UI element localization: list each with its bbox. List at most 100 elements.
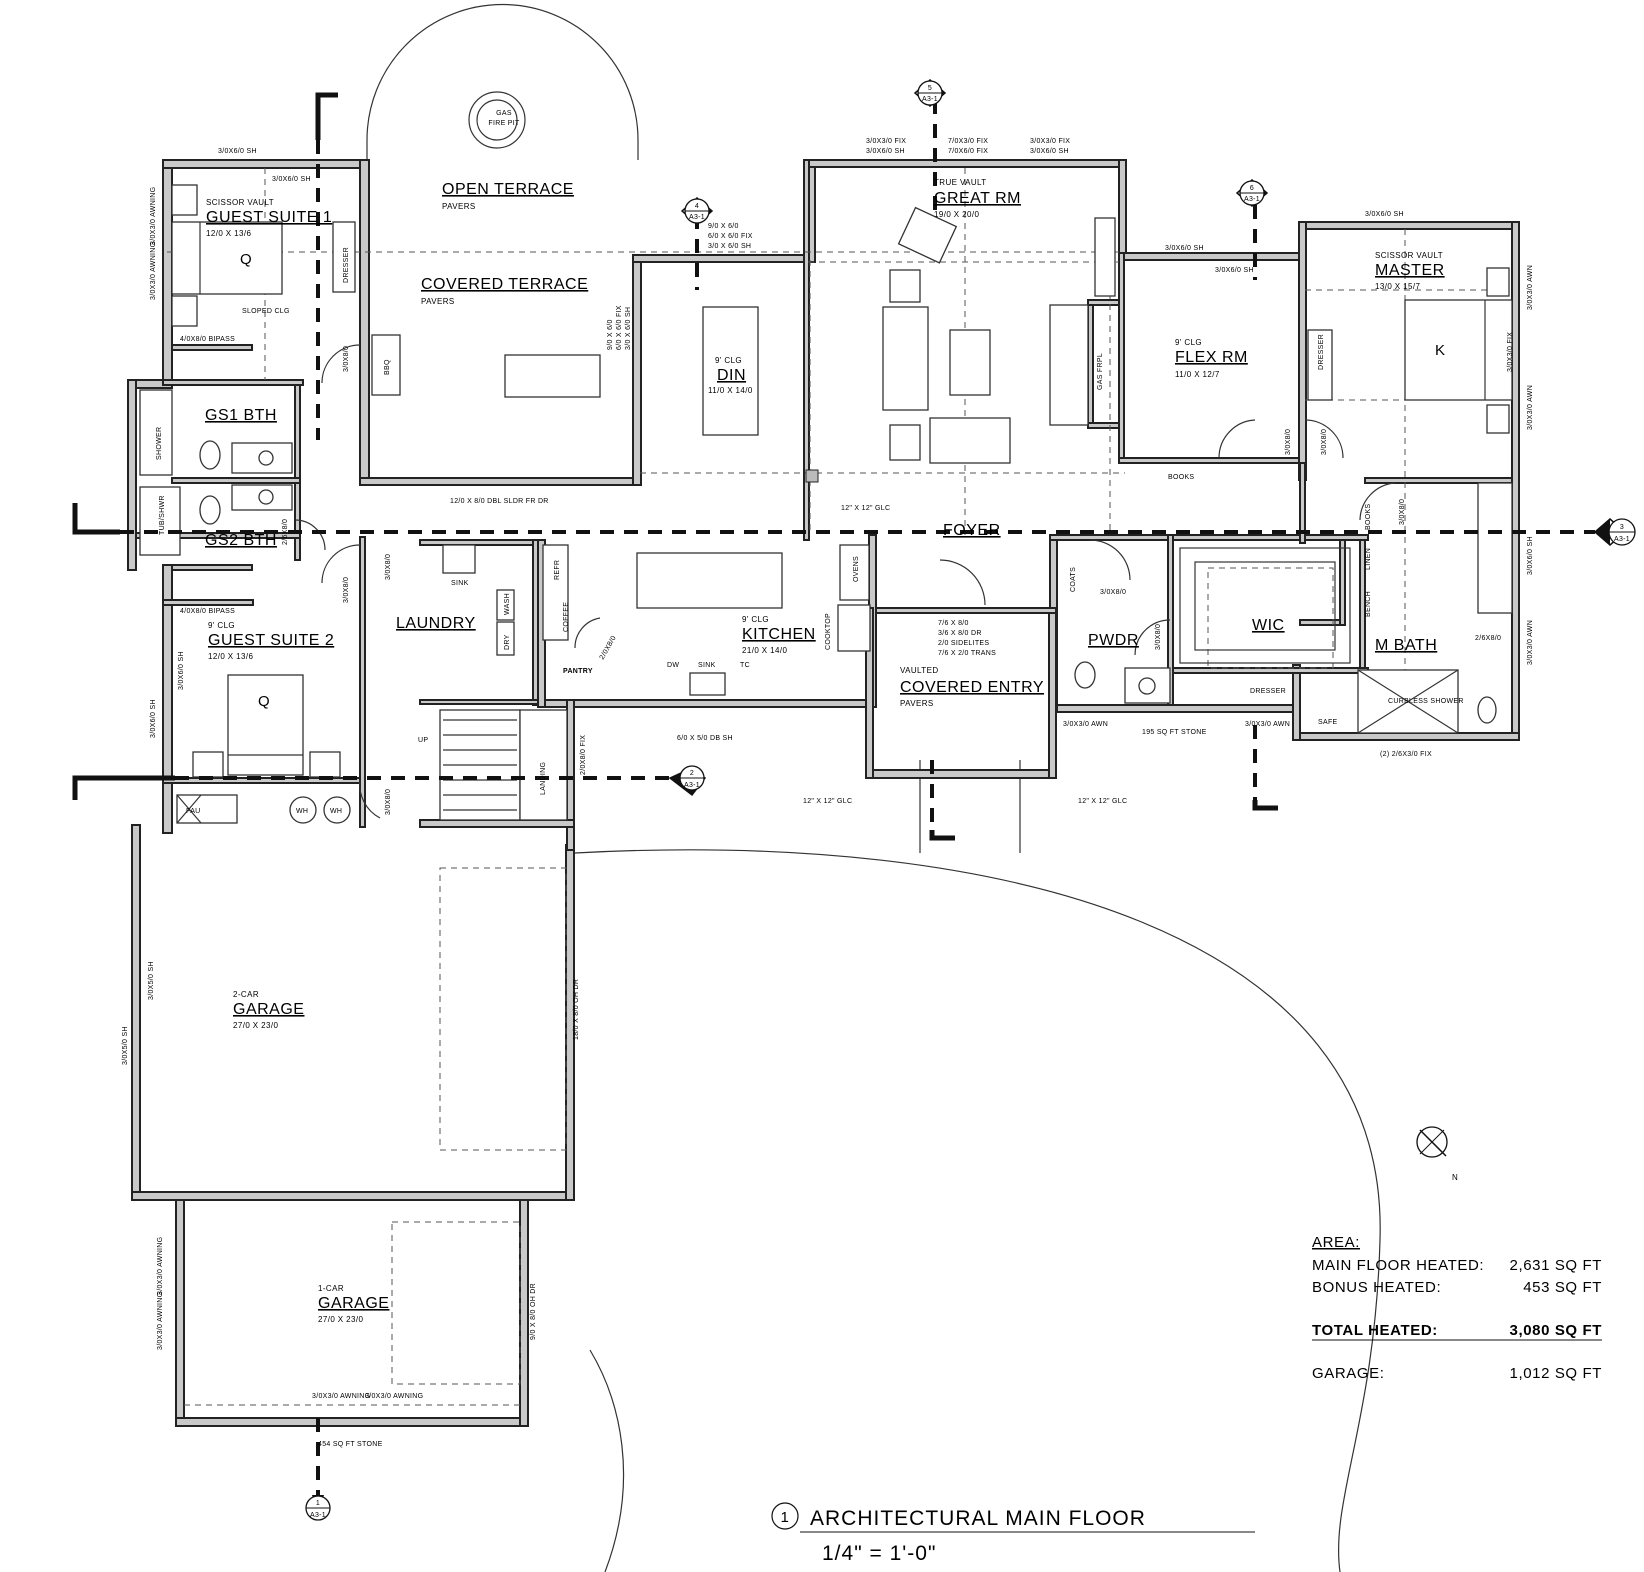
svg-text:3/0X8/0: 3/0X8/0	[1100, 589, 1126, 596]
svg-text:SINK: SINK	[451, 580, 469, 587]
din-label: DIN	[717, 367, 746, 384]
master-bed	[1404, 299, 1513, 401]
garage-2-label: GARAGE	[233, 1001, 304, 1018]
svg-text:3/0X3/0 AWN: 3/0X3/0 AWN	[1245, 721, 1290, 728]
svg-text:11/0 X 14/0: 11/0 X 14/0	[708, 386, 753, 395]
svg-text:12/0 X 13/6: 12/0 X 13/6	[206, 229, 251, 238]
svg-text:SAFE: SAFE	[1318, 719, 1338, 726]
svg-text:5: 5	[928, 85, 932, 92]
svg-text:19/0 X 20/0: 19/0 X 20/0	[934, 210, 979, 219]
walkway-curve	[589, 1349, 625, 1572]
svg-text:FAU: FAU	[186, 808, 201, 815]
svg-text:9' CLG: 9' CLG	[208, 621, 235, 630]
section-tag-5: 5 A3-1	[913, 79, 947, 107]
guest-suite-1-label: GUEST SUITE 1	[206, 209, 332, 226]
svg-text:PAVERS: PAVERS	[442, 202, 476, 211]
svg-text:A3-1: A3-1	[1244, 196, 1260, 203]
section-tag-1: 1 A3-1	[305, 1495, 331, 1521]
gs2-bth-label: GS2 BTH	[205, 532, 277, 549]
area-garage-value: 1,012 SQ FT	[1510, 1365, 1602, 1382]
svg-text:COATS: COATS	[1070, 567, 1077, 592]
svg-text:GAS FRPL: GAS FRPL	[1097, 353, 1104, 390]
svg-text:WH: WH	[296, 808, 308, 815]
svg-text:9' CLG: 9' CLG	[742, 615, 769, 624]
svg-text:SHOWER: SHOWER	[156, 427, 163, 460]
svg-text:3/0X5/0 SH: 3/0X5/0 SH	[148, 961, 155, 1000]
svg-text:K: K	[1435, 342, 1445, 359]
section-tag-2: 2 A3-1	[668, 765, 707, 797]
svg-text:SINK: SINK	[698, 662, 716, 669]
svg-text:DRY: DRY	[504, 634, 511, 650]
svg-text:9/0 X 6/0: 9/0 X 6/0	[607, 319, 614, 350]
svg-text:A3-1: A3-1	[1614, 536, 1630, 543]
svg-text:BOOKS: BOOKS	[1168, 474, 1194, 481]
svg-text:Q: Q	[258, 693, 270, 710]
title-scale: 1/4" = 1'-0"	[822, 1542, 936, 1565]
interior-walls	[135, 159, 1513, 828]
svg-text:1-CAR: 1-CAR	[318, 1284, 344, 1293]
svg-text:3/0X3/0 FIX: 3/0X3/0 FIX	[866, 138, 906, 145]
svg-text:9/0 X 6/0: 9/0 X 6/0	[708, 223, 739, 230]
svg-text:A3-1: A3-1	[310, 1512, 326, 1519]
svg-text:3/0X6/0 SH: 3/0X6/0 SH	[1365, 211, 1404, 218]
area-row-value: 2,631 SQ FT	[1510, 1257, 1602, 1274]
svg-text:3/0X6/0 SH: 3/0X6/0 SH	[1030, 148, 1069, 155]
svg-text:6/0 X 5/0 DB SH: 6/0 X 5/0 DB SH	[677, 735, 733, 742]
svg-text:FIRE PIT: FIRE PIT	[488, 120, 520, 127]
svg-text:DRESSER: DRESSER	[1318, 334, 1325, 370]
svg-text:3/0X8/0: 3/0X8/0	[385, 554, 392, 580]
area-garage-label: GARAGE:	[1312, 1365, 1385, 1382]
svg-text:12" X 12" GLC: 12" X 12" GLC	[1078, 798, 1127, 805]
title-name: ARCHITECTURAL MAIN FLOOR	[810, 1507, 1146, 1530]
svg-text:LINEN: LINEN	[1365, 548, 1372, 570]
svg-text:3/0X3/0 FIX: 3/0X3/0 FIX	[1507, 332, 1514, 372]
svg-text:3/0X3/0 AWN: 3/0X3/0 AWN	[1063, 721, 1108, 728]
ceiling-lines	[167, 168, 1512, 1406]
svg-text:TRUE VAULT: TRUE VAULT	[934, 178, 987, 187]
svg-text:12" X 12" GLC: 12" X 12" GLC	[803, 798, 852, 805]
svg-text:COOKTOP: COOKTOP	[825, 613, 832, 650]
svg-text:3/0X6/0 SH: 3/0X6/0 SH	[1215, 267, 1254, 274]
area-row-label: MAIN FLOOR HEATED:	[1312, 1257, 1484, 1274]
svg-text:3/0X8/0: 3/0X8/0	[1285, 429, 1292, 455]
svg-text:REFR: REFR	[554, 560, 561, 580]
svg-text:3/0X6/0 SH: 3/0X6/0 SH	[866, 148, 905, 155]
svg-text:12/0 X 13/6: 12/0 X 13/6	[208, 652, 253, 661]
svg-text:3/0X3/0 AWNING: 3/0X3/0 AWNING	[150, 242, 157, 300]
guest-suite-2-label: GUEST SUITE 2	[208, 632, 334, 649]
svg-text:3/0X3/0 AWNING: 3/0X3/0 AWNING	[157, 1237, 164, 1295]
svg-text:WASH: WASH	[504, 593, 511, 615]
covered-entry-label: COVERED ENTRY	[900, 679, 1044, 696]
svg-text:3/0X3/0 AWN: 3/0X3/0 AWN	[1527, 620, 1534, 665]
svg-text:9' CLG: 9' CLG	[1175, 338, 1202, 347]
kitchen-label: KITCHEN	[742, 626, 816, 643]
flex-rm-label: FLEX RM	[1175, 349, 1248, 366]
open-terrace-label: OPEN TERRACE	[442, 181, 574, 198]
drawing-title: 1 ARCHITECTURAL MAIN FLOOR 1/4" = 1'-0"	[771, 1502, 1255, 1565]
laundry-label: LAUNDRY	[396, 615, 476, 632]
svg-text:UP: UP	[418, 737, 428, 744]
master-label: MASTER	[1375, 262, 1445, 279]
title-number: 1	[781, 1509, 790, 1526]
svg-text:4: 4	[695, 203, 699, 210]
gs2-bed	[227, 674, 304, 776]
svg-text:A3-1: A3-1	[689, 214, 705, 221]
svg-text:3/0X3/0 FIX: 3/0X3/0 FIX	[1030, 138, 1070, 145]
svg-text:3/0X8/0: 3/0X8/0	[1321, 429, 1328, 455]
m-bath-label: M BATH	[1375, 637, 1437, 654]
svg-text:SCISSOR VAULT: SCISSOR VAULT	[1375, 251, 1443, 260]
svg-text:A3-1: A3-1	[684, 782, 700, 789]
svg-text:Q: Q	[240, 251, 252, 268]
svg-text:3: 3	[1620, 524, 1624, 531]
svg-text:3/0X8/0: 3/0X8/0	[1399, 499, 1406, 525]
section-cuts	[72, 92, 1595, 1500]
svg-text:3/0X3/0 AWN: 3/0X3/0 AWN	[1527, 385, 1534, 430]
svg-text:6: 6	[1250, 185, 1254, 192]
svg-text:27/0 X 23/0: 27/0 X 23/0	[233, 1021, 278, 1030]
svg-text:3/0X3/0 AWNING: 3/0X3/0 AWNING	[157, 1292, 164, 1350]
svg-text:3/0X3/0 AWNING: 3/0X3/0 AWNING	[365, 1393, 423, 1400]
svg-text:TUB/SHWR: TUB/SHWR	[159, 495, 166, 535]
svg-text:3/6 X 8/0 DR: 3/6 X 8/0 DR	[938, 630, 982, 637]
north-arrow: N	[1416, 1126, 1458, 1182]
svg-text:CURBLESS SHOWER: CURBLESS SHOWER	[1388, 698, 1464, 705]
